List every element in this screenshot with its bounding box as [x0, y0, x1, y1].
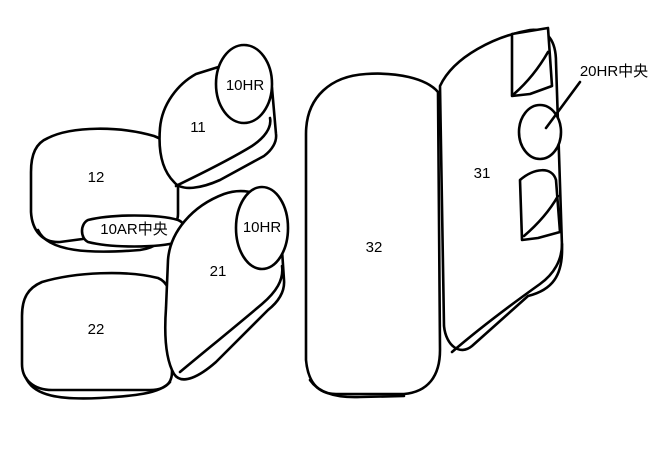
headrest-10hr-lower — [234, 185, 290, 271]
headrest-10hr-upper — [214, 43, 274, 125]
seat-cushion-32 — [304, 72, 442, 396]
upper-belt-guide-strap — [512, 50, 550, 96]
label-part-11: 11 — [190, 119, 206, 136]
label-armrest-10ar: 10AR中央 — [100, 221, 168, 238]
label-headrest-10hr-lower: 10HR — [243, 219, 282, 236]
seat-cushion-22-front-edge — [24, 376, 172, 400]
lower-belt-guide-strap — [522, 194, 560, 238]
label-headrest-10hr-upper: 10HR — [226, 77, 265, 94]
label-part-32: 32 — [366, 239, 383, 256]
upper-belt-guide — [510, 26, 554, 98]
seat-cushion-32-front-edge — [308, 378, 406, 399]
headrest-20hr-leader-line — [544, 80, 582, 130]
seatback-31-side-panel — [450, 242, 564, 354]
headrest-20hr-center — [517, 103, 563, 161]
label-part-31: 31 — [474, 165, 491, 182]
seatback-11-side-panel — [174, 116, 272, 188]
lower-belt-guide — [518, 168, 562, 242]
front-seat-lower — [20, 185, 290, 400]
seatback-21-side-panel — [178, 264, 284, 374]
rear-seat — [304, 26, 582, 399]
label-headrest-20hr: 20HR中央 — [580, 63, 648, 80]
label-part-21: 21 — [210, 263, 227, 280]
label-part-22: 22 — [88, 321, 105, 338]
label-part-12: 12 — [88, 169, 105, 186]
